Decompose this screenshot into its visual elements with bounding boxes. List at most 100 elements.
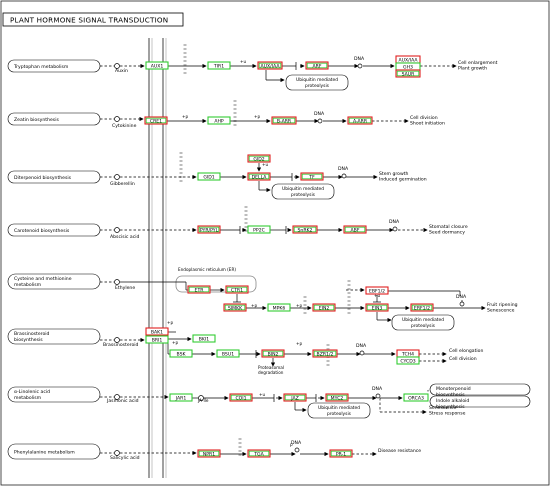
gene-aux-iaa[interactable]: AUX/IAA — [257, 61, 283, 70]
annotation-p: p — [290, 442, 293, 447]
gene-bin2[interactable]: BIN2 — [261, 349, 285, 358]
dna-node — [317, 118, 323, 124]
gene-tch4[interactable]: TCH4 — [396, 349, 420, 358]
gene-tir1[interactable]: TIR1 — [207, 61, 231, 70]
pathway-label: Cysteine and methionine — [14, 276, 72, 282]
gene-gid1[interactable]: GID1 — [197, 172, 221, 181]
gene-label: SAUR — [402, 71, 416, 77]
gene-coi1[interactable]: COI1 — [229, 393, 253, 402]
gene-bak1[interactable]: BAK1 — [145, 327, 169, 336]
gene-mpk6[interactable]: MPK6 — [267, 303, 291, 312]
gene-tga[interactable]: TGA — [247, 449, 271, 458]
hormone-gibberellin: Gibberellin — [110, 181, 135, 187]
hormone-salicylic-acid: Salicylic acid — [110, 455, 140, 461]
gene-bki1[interactable]: BKI1 — [192, 334, 216, 343]
gene-label: JAR1 — [175, 395, 187, 401]
pathway-label: Brassinosteroid — [14, 331, 50, 337]
gene-abf[interactable]: ABF — [343, 225, 367, 234]
gene-bsu1[interactable]: BSU1 — [216, 349, 240, 358]
pathway-label: metabolism — [14, 282, 42, 288]
gene-ein3[interactable]: EIN3 — [365, 303, 389, 312]
gene-ahp[interactable]: AHP — [207, 116, 231, 125]
gene-jar1[interactable]: JAR1 — [169, 393, 193, 402]
gene-tf[interactable]: TF — [300, 172, 324, 181]
gene-label: ETR — [195, 287, 205, 293]
annotation-endoplasmic-reticulum-er: Endoplasmic reticulum (ER) — [178, 267, 236, 272]
gene-saur[interactable]: SAUR — [395, 69, 421, 78]
gene-label: TGA — [253, 451, 264, 457]
gene-jaz[interactable]: JAZ — [283, 393, 307, 402]
gene-label: B-ARR — [277, 118, 292, 124]
hormone-ethylene: Ethylene — [115, 285, 135, 291]
annotation-p: +p — [254, 114, 261, 119]
gene-pyr-pyl[interactable]: PYR/PYL — [197, 225, 221, 234]
pathway-zeatin-biosynthesis[interactable]: Zeatin biosynthesis — [7, 112, 101, 126]
gene-arf[interactable]: ARF — [305, 61, 329, 70]
gene-label: SnRK2 — [298, 227, 313, 233]
response-cell-enlargement: Cell enlargement — [458, 60, 498, 66]
gene-myc2[interactable]: MYC2 — [325, 393, 349, 402]
dna-marker: DNA — [338, 166, 349, 179]
gene-label: NPR1 — [203, 451, 215, 457]
gene-aux1[interactable]: AUX1 — [145, 61, 169, 70]
pathway-tryptophan-metabolism[interactable]: Tryptophan metabolism — [7, 59, 101, 73]
pathway-label: biosynthesis — [436, 404, 465, 410]
dna-node — [359, 350, 365, 356]
gene-della[interactable]: DELLA — [247, 172, 271, 181]
dna-node — [375, 393, 381, 399]
response-senescence: Senescence — [429, 405, 457, 411]
gene-ebf1-2[interactable]: EBF1/2 — [365, 286, 389, 295]
pathway-diterpenoid-biosynthesis[interactable]: Diterpenoid biosynthesis — [7, 170, 101, 184]
gene-label: EIN2 — [319, 305, 330, 311]
gene-label: BRI1 — [152, 337, 163, 343]
gene-cre1[interactable]: CRE1 — [144, 116, 168, 125]
gene-label: AHP — [214, 118, 224, 124]
gene-label: BSU1 — [222, 351, 234, 357]
gene-label: GID1 — [203, 174, 214, 180]
gene-pr-1[interactable]: PR-1 — [329, 449, 353, 458]
pathway-label: Phenylalanine metabolism — [14, 450, 75, 456]
gene-snrk2[interactable]: SnRK2 — [292, 225, 318, 234]
gene-pp2c[interactable]: PP2C — [247, 225, 271, 234]
annotation-p: +p — [296, 341, 303, 346]
dna-node — [294, 447, 300, 453]
gene-cycd3[interactable]: CYCD3 — [396, 356, 420, 365]
pathway-carotenoid-biosynthesis[interactable]: Carotenoid biosynthesis — [7, 223, 101, 237]
gene-ctr1[interactable]: CTR1 — [225, 285, 249, 294]
annotation-proteasomal: Proteasomal — [258, 365, 284, 370]
gene-aux-iaa[interactable]: AUX/IAA — [395, 55, 421, 64]
gene-ein2[interactable]: EIN2 — [312, 303, 336, 312]
dna-node — [392, 226, 398, 232]
pathway-phenylalanine-metabolism[interactable]: Phenylalanine metabolism — [7, 443, 101, 460]
pathway-label: Carotenoid biosynthesis — [14, 228, 70, 234]
gene-gid2[interactable]: GID2 — [247, 154, 271, 163]
gene-bri1[interactable]: BRI1 — [145, 335, 169, 344]
gene-a-arr[interactable]: A-ARR — [347, 116, 373, 125]
dna-marker: DNA — [456, 294, 467, 307]
gene-orca3[interactable]: ORCA3 — [403, 393, 429, 402]
gene-erf1-2[interactable]: ERF1/2 — [410, 303, 434, 312]
gene-simkk[interactable]: SIMKK — [223, 303, 247, 312]
annotation-p: +p — [167, 320, 174, 325]
pill-label-line2: proteolysis — [291, 192, 316, 198]
gene-label: CRE1 — [150, 118, 162, 124]
gene-b-arr[interactable]: B-ARR — [271, 116, 297, 125]
gene-gh3[interactable]: GH3 — [395, 62, 421, 71]
gene-npr1[interactable]: NPR1 — [197, 449, 221, 458]
gene-label: SIMKK — [228, 305, 243, 311]
gene-etr[interactable]: ETR — [187, 285, 211, 294]
annotation-p: +p — [182, 114, 189, 119]
response-shoot-initiation: Shoot initiation — [410, 121, 445, 127]
gene-bsk[interactable]: BSK — [169, 349, 193, 358]
gene-bzr1-2[interactable]: BZR1/2 — [312, 349, 338, 358]
